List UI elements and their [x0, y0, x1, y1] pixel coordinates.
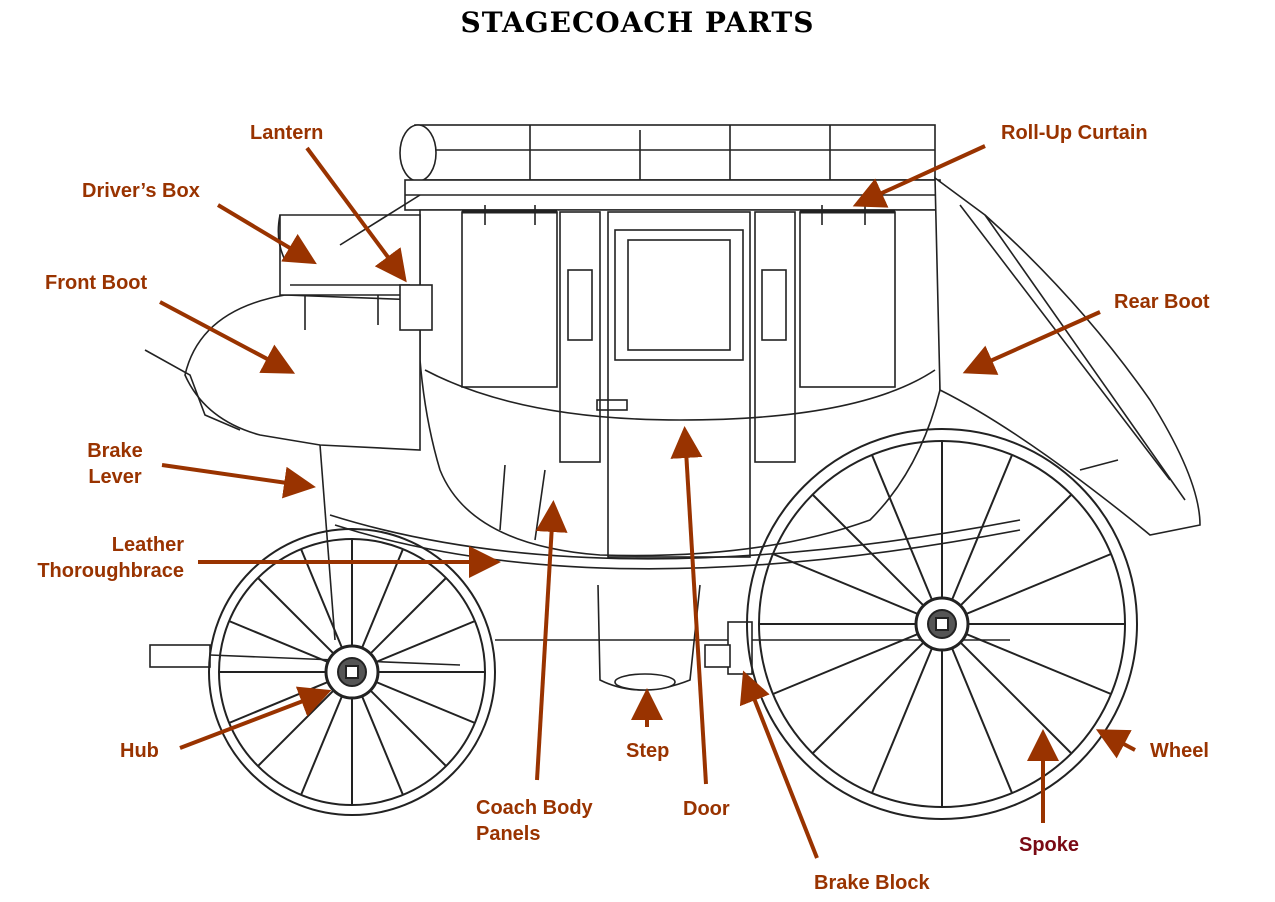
- diagram-title: STAGECOACH PARTS: [460, 6, 815, 39]
- arrow-rear-boot: [962, 310, 1101, 375]
- label-brake-lever-line1: Brake: [87, 440, 143, 462]
- label-brake-lever-line2: Lever: [88, 466, 142, 488]
- arrow-roll-up-curtain: [852, 144, 986, 208]
- coach-body: [419, 205, 941, 558]
- label-roll-up-curtain: Roll-Up Curtain: [1001, 122, 1148, 144]
- label-rear-boot: Rear Boot: [1114, 291, 1210, 313]
- label-lantern: Lantern: [250, 122, 324, 144]
- front-boot: [144, 194, 433, 451]
- arrow-front-boot: [159, 300, 296, 374]
- label-brake-block: Brake Block: [814, 872, 930, 894]
- label-coach-body-panels-line1: Coach Body: [476, 797, 593, 819]
- arrow-lantern: [305, 146, 407, 283]
- label-front-boot: Front Boot: [45, 272, 148, 294]
- rear-wheel: [746, 428, 1138, 820]
- step-shape: [614, 673, 676, 691]
- label-step: Step: [626, 740, 670, 762]
- label-door: Door: [683, 798, 730, 820]
- arrow-drivers-box: [216, 203, 317, 265]
- arrow-brake-lever: [161, 463, 316, 499]
- label-coach-body-panels: Coach Body Panels: [476, 795, 593, 847]
- roof: [399, 124, 941, 211]
- arrow-wheel: [1095, 729, 1136, 759]
- label-leather-thoroughbrace: Leather Thoroughbrace: [10, 532, 184, 584]
- door-panel: [607, 211, 751, 558]
- label-drivers-box: Driver’s Box: [82, 180, 200, 202]
- label-coach-body-panels-line2: Panels: [476, 823, 541, 845]
- label-wheel: Wheel: [1150, 740, 1209, 762]
- label-leather-line2: Thoroughbrace: [37, 560, 184, 582]
- undercarriage: [149, 444, 1021, 691]
- label-hub: Hub: [120, 740, 159, 762]
- front-wheel: [208, 528, 496, 816]
- lantern-shape: [399, 284, 433, 331]
- label-spoke: Spoke: [1019, 834, 1080, 856]
- rear-boot: [934, 176, 1201, 536]
- arrow-door: [670, 426, 708, 785]
- arrow-coach-body-panels: [535, 500, 568, 781]
- label-brake-lever: Brake Lever: [75, 438, 155, 490]
- arrow-hub: [179, 686, 332, 750]
- label-leather-line1: Leather: [111, 534, 184, 556]
- arrow-brake-block: [739, 670, 819, 859]
